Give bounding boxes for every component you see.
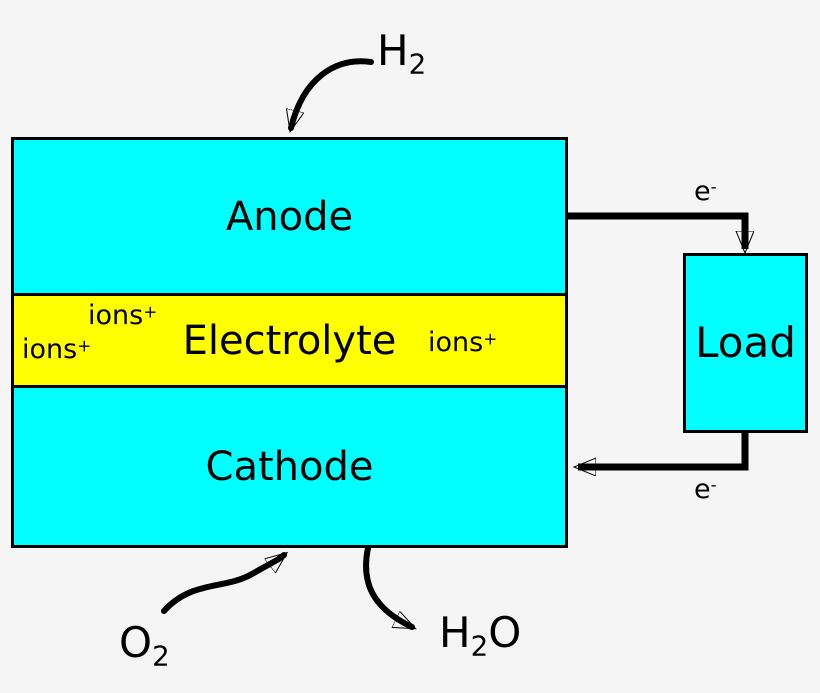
plus-superscript: + bbox=[77, 335, 92, 356]
ions-label-2: ions+ bbox=[22, 334, 92, 365]
load-label: Load bbox=[695, 318, 796, 367]
subscript-2: 2 bbox=[470, 629, 489, 663]
o2-inlet-arrow bbox=[161, 555, 284, 614]
fuel-cell-stack: Anode Electrolyte Cathode bbox=[11, 137, 568, 548]
anode-region: Anode bbox=[14, 140, 565, 293]
load-box: Load bbox=[683, 253, 808, 433]
ions-label-3: ions+ bbox=[428, 327, 498, 358]
ions-label-1: ions+ bbox=[88, 300, 158, 331]
h2-inlet-arrow bbox=[291, 58, 374, 128]
electron-wire-anode-to-load bbox=[566, 212, 745, 249]
cathode-region: Cathode bbox=[14, 388, 565, 545]
electron-label-top: e- bbox=[694, 176, 717, 207]
h2o-label: H2O bbox=[439, 608, 522, 663]
electron-label-bottom: e- bbox=[694, 474, 717, 505]
anode-label: Anode bbox=[225, 193, 354, 240]
h2o-outlet-arrow bbox=[363, 545, 412, 630]
electron-wire-load-to-cathode bbox=[578, 433, 749, 467]
electrolyte-label: Electrolyte bbox=[182, 317, 397, 364]
subscript-2: 2 bbox=[152, 639, 170, 673]
electrolyte-region: Electrolyte bbox=[14, 293, 565, 388]
subscript-2: 2 bbox=[408, 47, 427, 81]
minus-superscript: - bbox=[710, 474, 717, 495]
plus-superscript: + bbox=[143, 301, 158, 322]
cathode-label: Cathode bbox=[205, 443, 374, 490]
h2-label: H2 bbox=[377, 26, 427, 81]
plus-superscript: + bbox=[483, 328, 498, 349]
o2-label: O2 bbox=[119, 618, 170, 673]
minus-superscript: - bbox=[710, 176, 717, 197]
